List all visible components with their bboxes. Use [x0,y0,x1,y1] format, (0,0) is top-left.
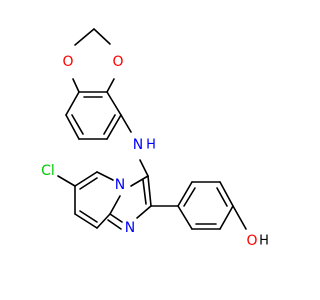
bond-ph1-ph2 [177,181,193,207]
bond-ph3-ph4-double [216,187,228,207]
atom-hydroxyl-o-label: O [246,233,257,249]
bond-c4-c3a [106,91,122,116]
atom-o1-label: O [62,54,73,70]
bond-ch2-o2 [93,28,111,45]
bond-c7-c8-double [79,210,98,223]
bond-c3-c2 [147,175,152,207]
atom-hydroxyl-h-label: H [259,234,269,249]
bond-ph4-oh [232,205,247,230]
bond-ch2-o1 [74,28,95,46]
atom-amine-n-label: N [133,137,143,153]
bond-ph3-ph4 [219,181,234,207]
atom-ring-n-label: N [125,220,135,236]
bond-n1-c8a [109,213,123,223]
bond-c5-c6 [74,171,98,187]
atom-labels: O O N H Cl N N O H [41,54,269,249]
molecule-drawing: O O N H Cl N N O H [41,28,269,249]
bond-n4-c5 [96,171,114,181]
bond-c5-c4-double [103,114,116,135]
bond-c2-n1 [136,205,152,219]
bond-n4-c8a [109,195,121,215]
bond-c5-c4 [106,114,122,140]
bond-c5-c6-double [79,177,98,190]
bond-o1-c7a [72,78,80,93]
bond-nh-c3 [139,159,149,177]
bond-c5-nh [120,114,132,133]
bond-c7-c6 [65,114,80,140]
bond-c6-cl [57,175,76,187]
bonds [57,28,247,230]
bond-ph6-ph1 [177,205,193,230]
molecule-canvas: O O N H Cl N N O H [41,28,269,249]
bond-ph1-ph2-double [183,187,196,207]
bond-c3-n4 [130,175,149,187]
atom-o2-label: O [112,54,123,70]
atom-cl-label: Cl [41,163,55,179]
bond-n1-c8a-double [107,219,122,230]
atom-amine-h-label: H [146,138,156,153]
bond-c7a-c7 [65,91,80,116]
bond-c7-c6-double [71,114,84,135]
bond-c7-c8 [74,213,98,229]
bond-c3-c2-double [142,179,147,205]
bond-c8-c8a [96,213,111,229]
atom-bridge-n-label: N [115,177,125,193]
bond-o2-c3a [106,78,115,93]
bond-ph4-ph5 [219,205,234,230]
